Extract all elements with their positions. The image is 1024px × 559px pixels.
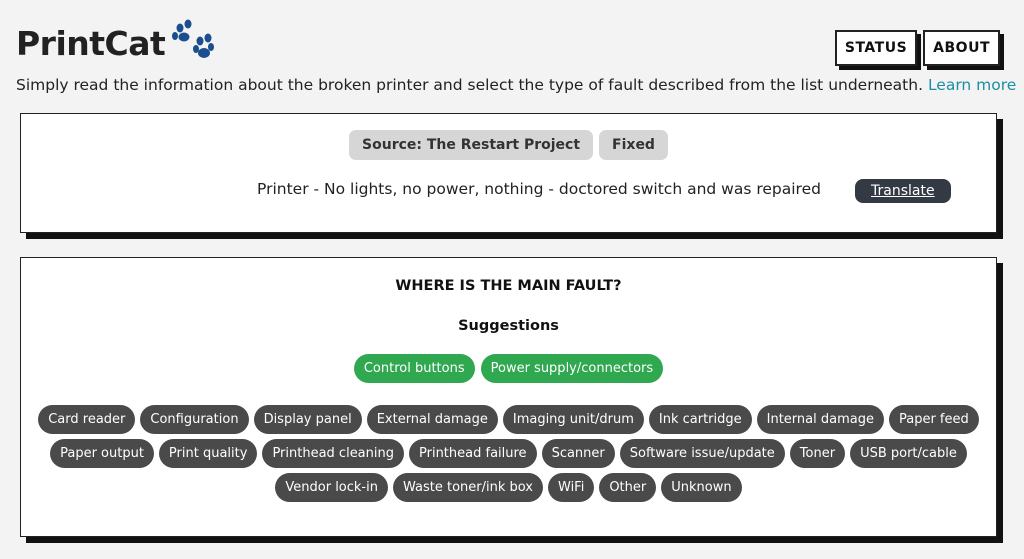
app-title[interactable]: PrintCat	[16, 23, 166, 63]
options-row: Vendor lock-in Waste toner/ink box WiFi …	[21, 473, 996, 502]
fault-option-chip[interactable]: Configuration	[140, 405, 249, 434]
options-row: Card reader Configuration Display panel …	[21, 405, 996, 434]
fault-option-chip[interactable]: External damage	[366, 405, 498, 434]
header: PrintCat	[16, 18, 215, 68]
options-row: Paper output Print quality Printhead cle…	[21, 439, 996, 468]
top-nav: STATUS ABOUT	[834, 30, 1000, 66]
fault-option-chip[interactable]: Scanner	[541, 439, 615, 468]
fault-option-chip[interactable]: Other	[599, 473, 657, 502]
status-badge: Fixed	[599, 130, 668, 160]
fault-option-chip[interactable]: Printhead cleaning	[262, 439, 404, 468]
source-badge: Source: The Restart Project	[349, 130, 594, 160]
fault-options: Card reader Configuration Display panel …	[21, 405, 996, 507]
suggestion-chip[interactable]: Power supply/connectors	[480, 354, 664, 383]
suggestion-chip[interactable]: Control buttons	[353, 354, 475, 383]
fault-option-chip[interactable]: Print quality	[158, 439, 258, 468]
fault-option-chip[interactable]: Internal damage	[756, 405, 884, 434]
status-button[interactable]: STATUS	[834, 30, 918, 66]
fault-question-card: WHERE IS THE MAIN FAULT? Suggestions Con…	[20, 257, 997, 537]
about-button[interactable]: ABOUT	[923, 30, 1000, 66]
fault-option-chip[interactable]: Imaging unit/drum	[502, 405, 644, 434]
learn-more-link[interactable]: Learn more	[927, 76, 1017, 94]
fault-option-chip[interactable]: Display panel	[253, 405, 362, 434]
fault-option-chip[interactable]: USB port/cable	[850, 439, 967, 468]
fault-option-chip[interactable]: WiFi	[548, 473, 595, 502]
suggestions-title: Suggestions	[458, 318, 559, 334]
translate-button[interactable]: Translate	[855, 179, 951, 203]
fault-option-chip[interactable]: Unknown	[661, 473, 742, 502]
question-title: WHERE IS THE MAIN FAULT?	[395, 278, 622, 294]
problem-description: Printer - No lights, no power, nothing -…	[257, 180, 821, 198]
paw-icon	[172, 19, 215, 58]
fault-option-chip[interactable]: Toner	[789, 439, 846, 468]
fault-option-chip[interactable]: Paper output	[50, 439, 154, 468]
record-badges: Source: The Restart Project Fixed	[21, 130, 996, 160]
fault-option-chip[interactable]: Paper feed	[888, 405, 979, 434]
fault-option-chip[interactable]: Waste toner/ink box	[392, 473, 543, 502]
intro-text: Simply read the information about the br…	[16, 76, 1016, 94]
fault-option-chip[interactable]: Card reader	[38, 405, 136, 434]
fault-option-chip[interactable]: Ink cartridge	[648, 405, 752, 434]
suggestions-row: Control buttons Power supply/connectors	[21, 354, 996, 383]
intro-instructions: Simply read the information about the br…	[16, 76, 923, 94]
fault-option-chip[interactable]: Vendor lock-in	[275, 473, 388, 502]
record-card: Source: The Restart Project Fixed Printe…	[20, 113, 997, 233]
fault-option-chip[interactable]: Printhead failure	[409, 439, 537, 468]
fault-option-chip[interactable]: Software issue/update	[619, 439, 785, 468]
